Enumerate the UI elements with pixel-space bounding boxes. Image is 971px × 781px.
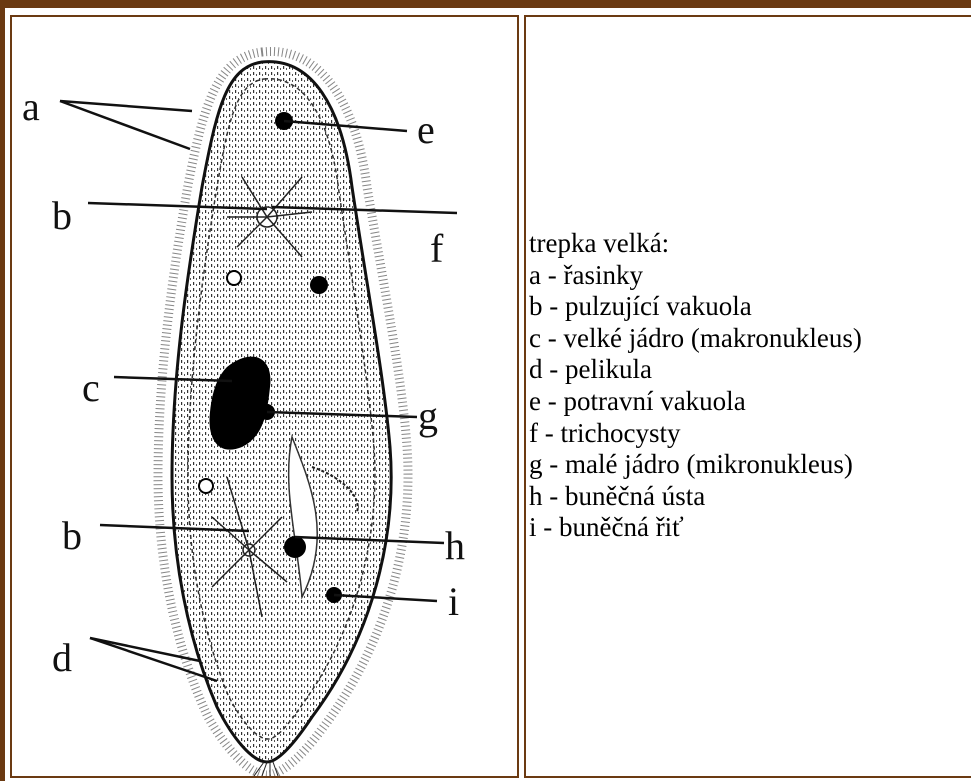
label-g: g <box>418 393 438 438</box>
legend-item: b - pulzující vakuola <box>529 291 862 323</box>
legend: trepka velká: a - řasinky b - pulzující … <box>529 228 862 544</box>
label-i: i <box>448 579 459 624</box>
label-h: h <box>445 523 465 568</box>
food-vacuole <box>284 536 306 558</box>
food-vacuole <box>199 479 213 493</box>
legend-cell: trepka velká: a - řasinky b - pulzující … <box>524 15 971 778</box>
label-d: d <box>52 635 72 680</box>
legend-item: c - velké jádro (makronukleus) <box>529 323 862 355</box>
diagram-cell: a b c b d e f g h i <box>10 15 519 778</box>
legend-item: h - buněčná ústa <box>529 481 862 513</box>
legend-item: e - potravní vakuola <box>529 386 862 418</box>
legend-item: d - pelikula <box>529 354 862 386</box>
legend-item: g - malé jádro (mikronukleus) <box>529 449 862 481</box>
legend-item: f - trichocysty <box>529 418 862 450</box>
label-b-top: b <box>52 193 72 238</box>
food-vacuole <box>310 276 328 294</box>
legend-item: a - řasinky <box>529 260 862 292</box>
label-e: e <box>417 107 435 152</box>
legend-title: trepka velká: <box>529 228 862 260</box>
label-f: f <box>430 226 444 271</box>
legend-item: i - buněčná řiť <box>529 512 862 544</box>
paramecium-diagram: a b c b d e f g h i <box>12 17 517 776</box>
food-vacuole <box>227 271 241 285</box>
label-a: a <box>22 84 40 129</box>
label-c: c <box>82 365 100 410</box>
label-b-bottom: b <box>62 513 82 558</box>
